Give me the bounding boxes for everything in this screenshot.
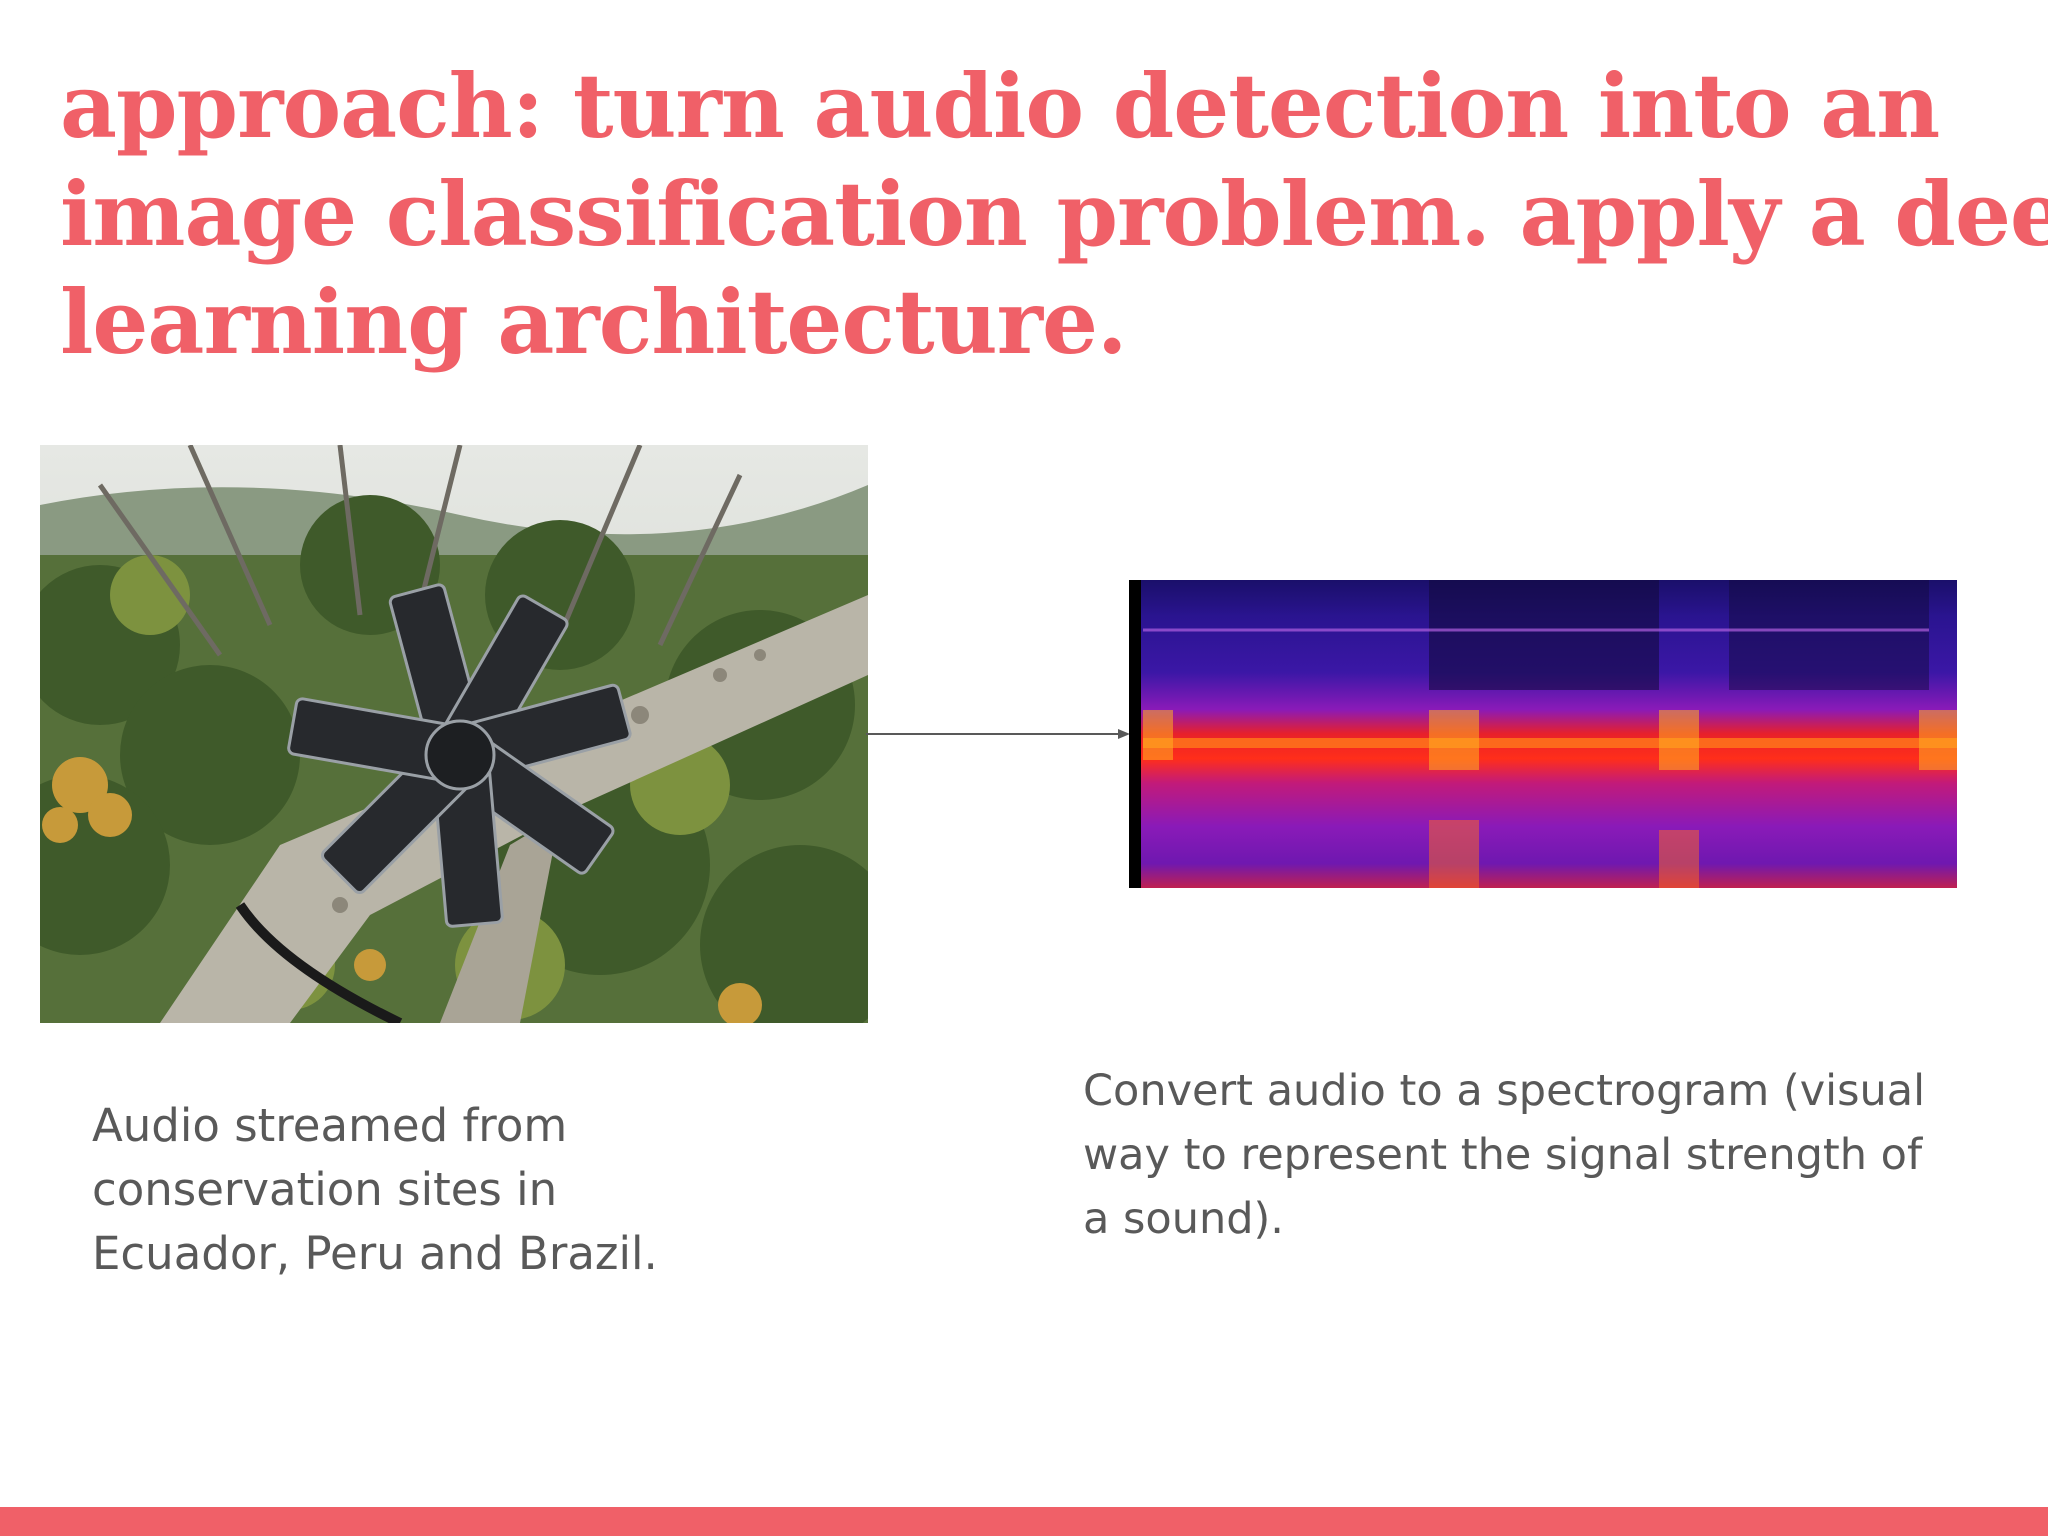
caption-left-line-1: Audio streamed from: [92, 1099, 568, 1152]
spectrogram-image: [1129, 580, 1957, 888]
slide-title-line-1: approach: turn audio detection into an: [60, 54, 1940, 158]
bottom-accent-bar: [0, 1507, 2048, 1536]
slide-title: approach: turn audio detection into an i…: [60, 52, 2048, 376]
caption-right-line-1: Convert audio to a spectrogram (visual: [1083, 1066, 1926, 1116]
caption-right-line-3: a sound).: [1083, 1194, 1284, 1244]
caption-left: Audio streamed from conservation sites i…: [92, 1094, 812, 1286]
caption-left-line-3: Ecuador, Peru and Brazil.: [92, 1227, 658, 1280]
caption-right-line-2: way to represent the signal strength of: [1083, 1130, 1923, 1180]
arrow-connector-icon: [866, 729, 1130, 739]
slide-title-line-3: learning architecture.: [60, 270, 1128, 374]
caption-right: Convert audio to a spectrogram (visual w…: [1083, 1059, 2023, 1251]
caption-left-line-2: conservation sites in: [92, 1163, 558, 1216]
recorder-photo: [40, 445, 868, 1023]
slide-title-line-2: image classification problem. apply a de…: [60, 162, 2048, 266]
